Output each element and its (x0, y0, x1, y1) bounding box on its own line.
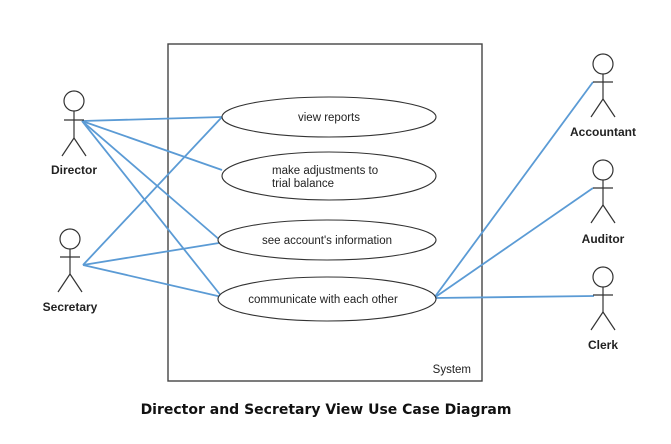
use-case-make-adjustments-label-line2: trial balance (272, 178, 334, 190)
use-case-see-account-info-ellipse (217, 219, 437, 261)
association-director-communicate (81, 120, 223, 298)
use-case-view-reports-ellipse (221, 96, 437, 138)
actor-clerk-label: Clerk (588, 338, 618, 352)
use-case-see-account-info-label: see account's information (262, 235, 392, 247)
use-case-view-reports: view reports (221, 96, 437, 138)
association-director-see-account-info (81, 120, 222, 242)
use-case-communicate-ellipse (217, 276, 437, 322)
actor-clerk: Clerk (588, 266, 618, 352)
actor-accountant-label: Accountant (570, 125, 636, 139)
system-boundary: System (167, 43, 483, 382)
use-case-make-adjustments: make adjustments to trial balance (221, 151, 437, 201)
association-clerk-communicate (433, 295, 595, 299)
actor-accountant: Accountant (570, 53, 636, 139)
stick-figure-icon (590, 266, 616, 331)
association-secretary-view-reports (82, 116, 223, 266)
use-case-communicate-label: communicate with each other (248, 294, 398, 306)
association-accountant-communicate (433, 81, 594, 299)
association-secretary-communicate (82, 264, 223, 298)
association-secretary-see-account-info (82, 242, 220, 266)
stick-figure-icon (590, 159, 616, 224)
stick-figure-icon (590, 53, 616, 118)
use-case-see-account-info: see account's information (217, 219, 437, 261)
association-lines (81, 81, 595, 299)
use-case-make-adjustments-ellipse (221, 151, 437, 201)
system-boundary-label: System (433, 364, 471, 376)
association-director-make-adjustments (81, 120, 223, 171)
actor-secretary: Secretary (43, 228, 98, 314)
diagram-caption: Director and Secretary View Use Case Dia… (141, 402, 512, 418)
use-case-view-reports-label: view reports (298, 112, 360, 124)
actor-director-label: Director (51, 163, 97, 177)
association-auditor-communicate (433, 187, 594, 299)
use-case-communicate: communicate with each other (217, 276, 437, 322)
actor-auditor: Auditor (582, 159, 625, 246)
system-boundary-box (167, 43, 483, 382)
actor-auditor-label: Auditor (582, 232, 625, 246)
association-director-view-reports (81, 116, 223, 122)
actor-secretary-label: Secretary (43, 300, 98, 314)
actor-director: Director (51, 90, 97, 177)
stick-figure-icon (57, 228, 83, 293)
stick-figure-icon (61, 90, 87, 157)
use-case-make-adjustments-label-line1: make adjustments to (272, 165, 378, 177)
